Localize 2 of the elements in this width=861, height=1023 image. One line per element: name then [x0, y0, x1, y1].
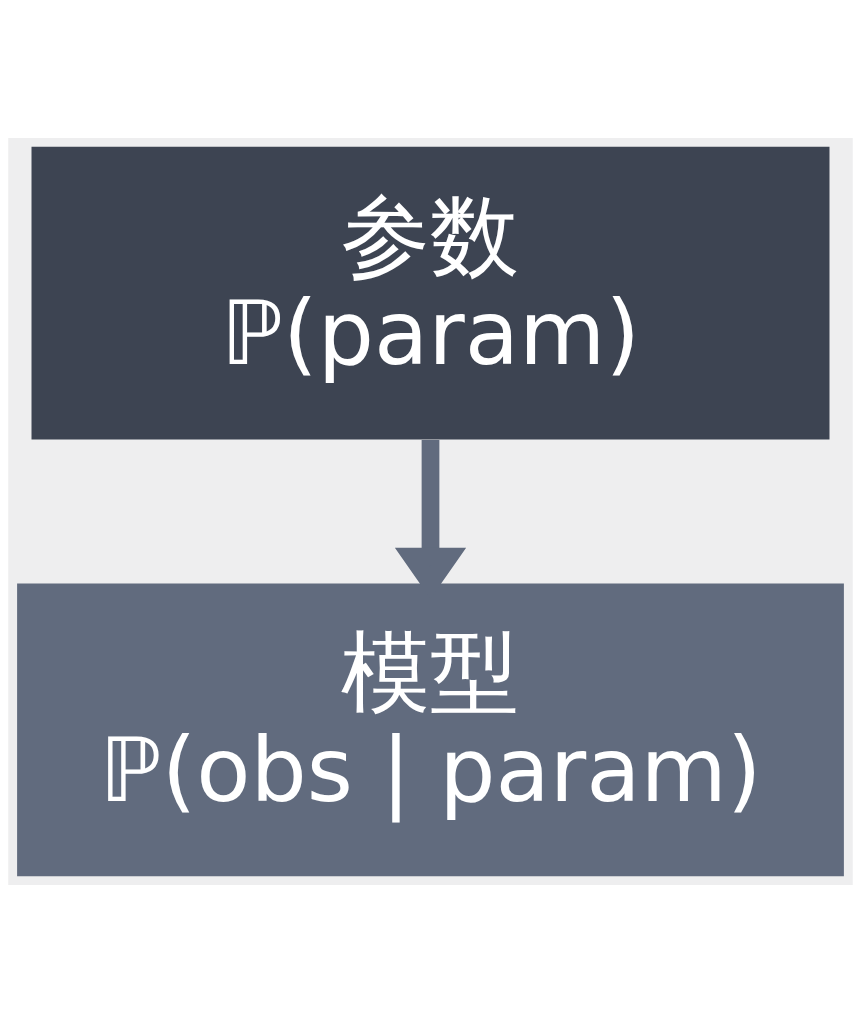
node-box: 模型 ℙ(obs | param) — [17, 583, 844, 877]
node-box: 参数 ℙ(param) — [31, 146, 830, 440]
